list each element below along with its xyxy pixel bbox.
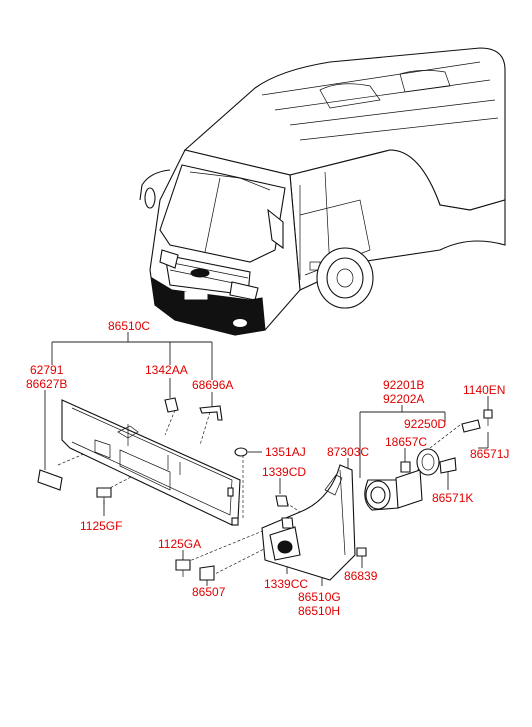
callout-86510G: 86510G (298, 590, 341, 604)
callout-62791: 62791 (30, 363, 64, 377)
callout-1125GA: 1125GA (158, 537, 201, 551)
bracket-86571K (439, 457, 457, 474)
callout-87303C: 87303C (327, 445, 369, 459)
bracket-68696A (199, 405, 223, 421)
grommet-1351AJ (234, 447, 248, 457)
nut-1339CD (275, 495, 289, 507)
clip-86839 (356, 547, 367, 557)
callout-1342AA: 1342AA (145, 363, 188, 377)
callout-86627B: 86627B (26, 377, 67, 391)
callout-68696A: 68696A (192, 378, 233, 392)
bulb-18657C (400, 461, 411, 473)
fog-lamp-92201B (364, 469, 423, 511)
bracket-86571J (461, 419, 481, 433)
callout-1339CD: 1339CD (262, 465, 306, 479)
bracket-86507 (199, 565, 215, 581)
callout-1140EN: 1140EN (463, 383, 505, 397)
callout-86571K: 86571K (432, 491, 473, 505)
callout-86571J: 86571J (470, 447, 509, 461)
bolt-1125GF (96, 487, 112, 505)
bolt-1125GA (175, 559, 191, 577)
corner-bumper-86510G (261, 464, 356, 581)
front-panel-86510C (61, 399, 241, 526)
clip-1342AA (164, 397, 179, 413)
callout-labels: 86510C 62791 86627B 1342AA 68696A 1125GF… (26, 319, 509, 618)
screw-1140EN (483, 409, 493, 426)
reflector-62791 (37, 469, 63, 491)
bezel-92250D (416, 448, 440, 476)
callout-1125GF: 1125GF (80, 519, 122, 533)
callout-92201B: 92201B (383, 378, 424, 392)
callout-86839: 86839 (344, 569, 378, 583)
callout-92202A: 92202A (383, 392, 424, 406)
callout-18657C: 18657C (385, 435, 427, 449)
nut-1339CC (281, 517, 294, 529)
callout-86510H: 86510H (298, 604, 340, 618)
bus-illustration (139, 47, 506, 336)
callout-86510C: 86510C (108, 319, 150, 333)
callout-92250D: 92250D (404, 417, 446, 431)
callout-86507: 86507 (192, 585, 226, 599)
callout-1351AJ: 1351AJ (265, 445, 306, 459)
callout-1339CC: 1339CC (264, 577, 308, 591)
